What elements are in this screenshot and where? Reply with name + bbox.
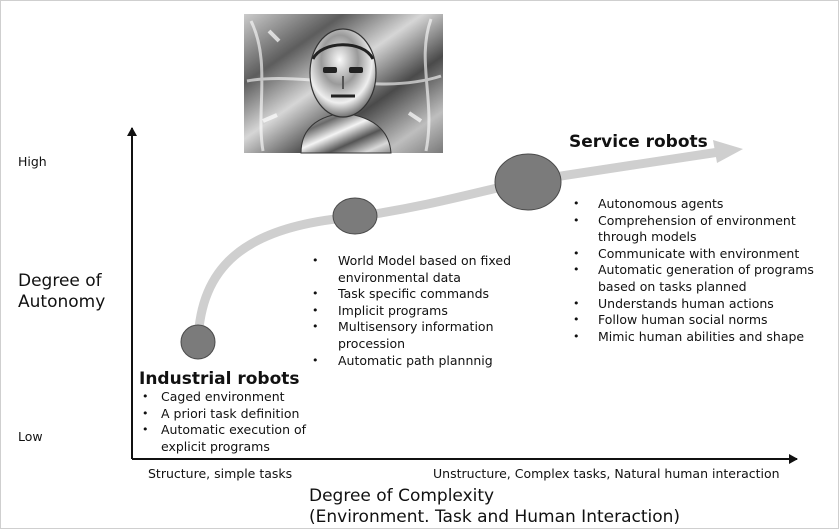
list-item: Autonomous agents bbox=[568, 196, 836, 213]
y-axis-title-line1: Degree of bbox=[18, 271, 102, 291]
intermediate-robots-list: World Model based on fixed environmental… bbox=[306, 253, 546, 369]
list-item: Understands human actions bbox=[568, 296, 836, 313]
y-axis-low-label: Low bbox=[18, 429, 43, 444]
list-item: Automatic execution of explicit programs bbox=[139, 422, 344, 455]
evolution-arrowhead bbox=[713, 140, 743, 163]
node-industrial bbox=[180, 324, 216, 360]
node-intermediate bbox=[332, 197, 378, 235]
x-axis-title-line2: (Environment. Task and Human Interaction… bbox=[309, 507, 681, 527]
node-service bbox=[494, 153, 562, 211]
list-item: A priori task definition bbox=[139, 406, 344, 423]
list-item: Communicate with environment bbox=[568, 246, 836, 263]
list-item: Caged environment bbox=[139, 389, 344, 406]
y-axis-title: Degree of Autonomy bbox=[18, 271, 105, 313]
list-item: Automatic generation of programs based o… bbox=[568, 262, 836, 295]
industrial-robots-list: Caged environment A priori task definiti… bbox=[139, 389, 344, 455]
industrial-robots-title: Industrial robots bbox=[139, 369, 300, 389]
list-item: Follow human social norms bbox=[568, 312, 836, 329]
x-axis-left-label: Structure, simple tasks bbox=[148, 466, 293, 481]
service-robots-title: Service robots bbox=[569, 132, 708, 152]
x-axis-title-line1: Degree of Complexity bbox=[309, 486, 495, 506]
list-item: Mimic human abilities and shape bbox=[568, 329, 836, 346]
service-robots-list: Autonomous agents Comprehension of envir… bbox=[568, 196, 836, 345]
y-axis-high-label: High bbox=[18, 154, 47, 169]
list-item: World Model based on fixed environmental… bbox=[306, 253, 546, 286]
list-item: Automatic path plannnig bbox=[306, 353, 546, 370]
robot-image bbox=[244, 14, 443, 154]
list-item: Comprehension of environment through mod… bbox=[568, 213, 836, 246]
y-axis-title-line2: Autonomy bbox=[18, 292, 106, 312]
list-item: Task specific commands bbox=[306, 286, 546, 303]
list-item: Implicit programs bbox=[306, 303, 546, 320]
list-item: Multisensory information procession bbox=[306, 319, 546, 352]
x-axis-right-label: Unstructure, Complex tasks, Natural huma… bbox=[433, 466, 780, 481]
